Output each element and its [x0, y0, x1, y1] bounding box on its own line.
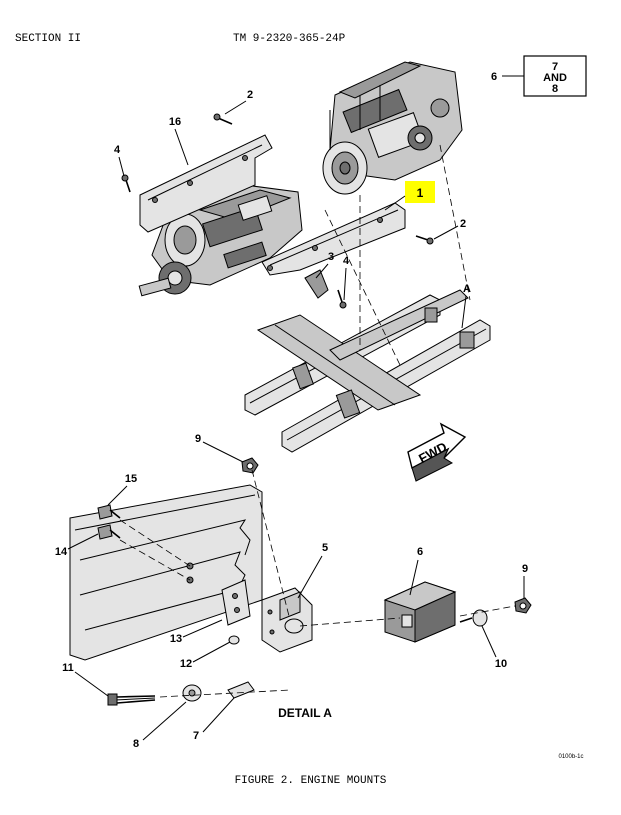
callout-9-right: 9: [522, 563, 528, 575]
detail-isolator: [383, 581, 457, 643]
detail-callouts: 9 15 14 5 6 9 13 12 10 11 8 7 DETAIL A: [55, 433, 528, 750]
engine-block: [322, 61, 463, 195]
reference-box: 7 AND 8 6: [491, 55, 587, 97]
detail-a-frame-rail: [69, 484, 263, 661]
detail-mount-plate: [221, 579, 251, 626]
callout-12: 12: [180, 658, 192, 670]
callout-16: 16: [169, 116, 181, 128]
callout-2-right: 2: [460, 218, 466, 230]
callout-3: 3: [328, 251, 334, 263]
tm-number: TM 9-2320-365-24P: [233, 33, 346, 45]
chassis-frame: [244, 289, 491, 453]
front-mount-bracket: [261, 202, 406, 299]
callout-2-top: 2: [247, 89, 253, 101]
image-code: 0100b-1c: [558, 754, 583, 760]
callout-13: 13: [170, 633, 182, 645]
callout-1-highlight: 1: [384, 181, 435, 211]
callout-A: A: [463, 283, 471, 295]
highlight-box: [405, 181, 435, 203]
ref-line3: 8: [552, 83, 558, 95]
callout-4-left: 4: [114, 144, 121, 156]
callout-8: 8: [133, 738, 139, 750]
callout-14: 14: [55, 546, 68, 558]
figure-caption: FIGURE 2. ENGINE MOUNTS: [234, 775, 387, 787]
callout-9-top: 9: [195, 433, 201, 445]
callout-4-mid: 4: [343, 255, 350, 267]
callout-5: 5: [322, 542, 328, 554]
callout-11: 11: [62, 662, 74, 674]
callout-10: 10: [495, 658, 507, 670]
callout-6: 6: [417, 546, 423, 558]
detail-bracket: [261, 587, 313, 653]
callout-7: 7: [193, 730, 199, 742]
callout-15: 15: [125, 473, 137, 485]
callout-1: 1: [417, 186, 424, 200]
ref-line1: 7: [552, 61, 558, 73]
ref-callout-6: 6: [491, 71, 497, 83]
detail-hardware: [97, 457, 532, 706]
section-label: SECTION II: [15, 33, 82, 45]
detail-a-label: DETAIL A: [278, 706, 332, 720]
upper-callouts: 2 16 4 2 3 4 A: [114, 89, 471, 329]
rear-mount-bracket: [139, 134, 273, 233]
ref-line2: AND: [543, 72, 567, 84]
fwd-arrow: FWD: [407, 422, 467, 482]
upper-bolts: [121, 113, 434, 309]
